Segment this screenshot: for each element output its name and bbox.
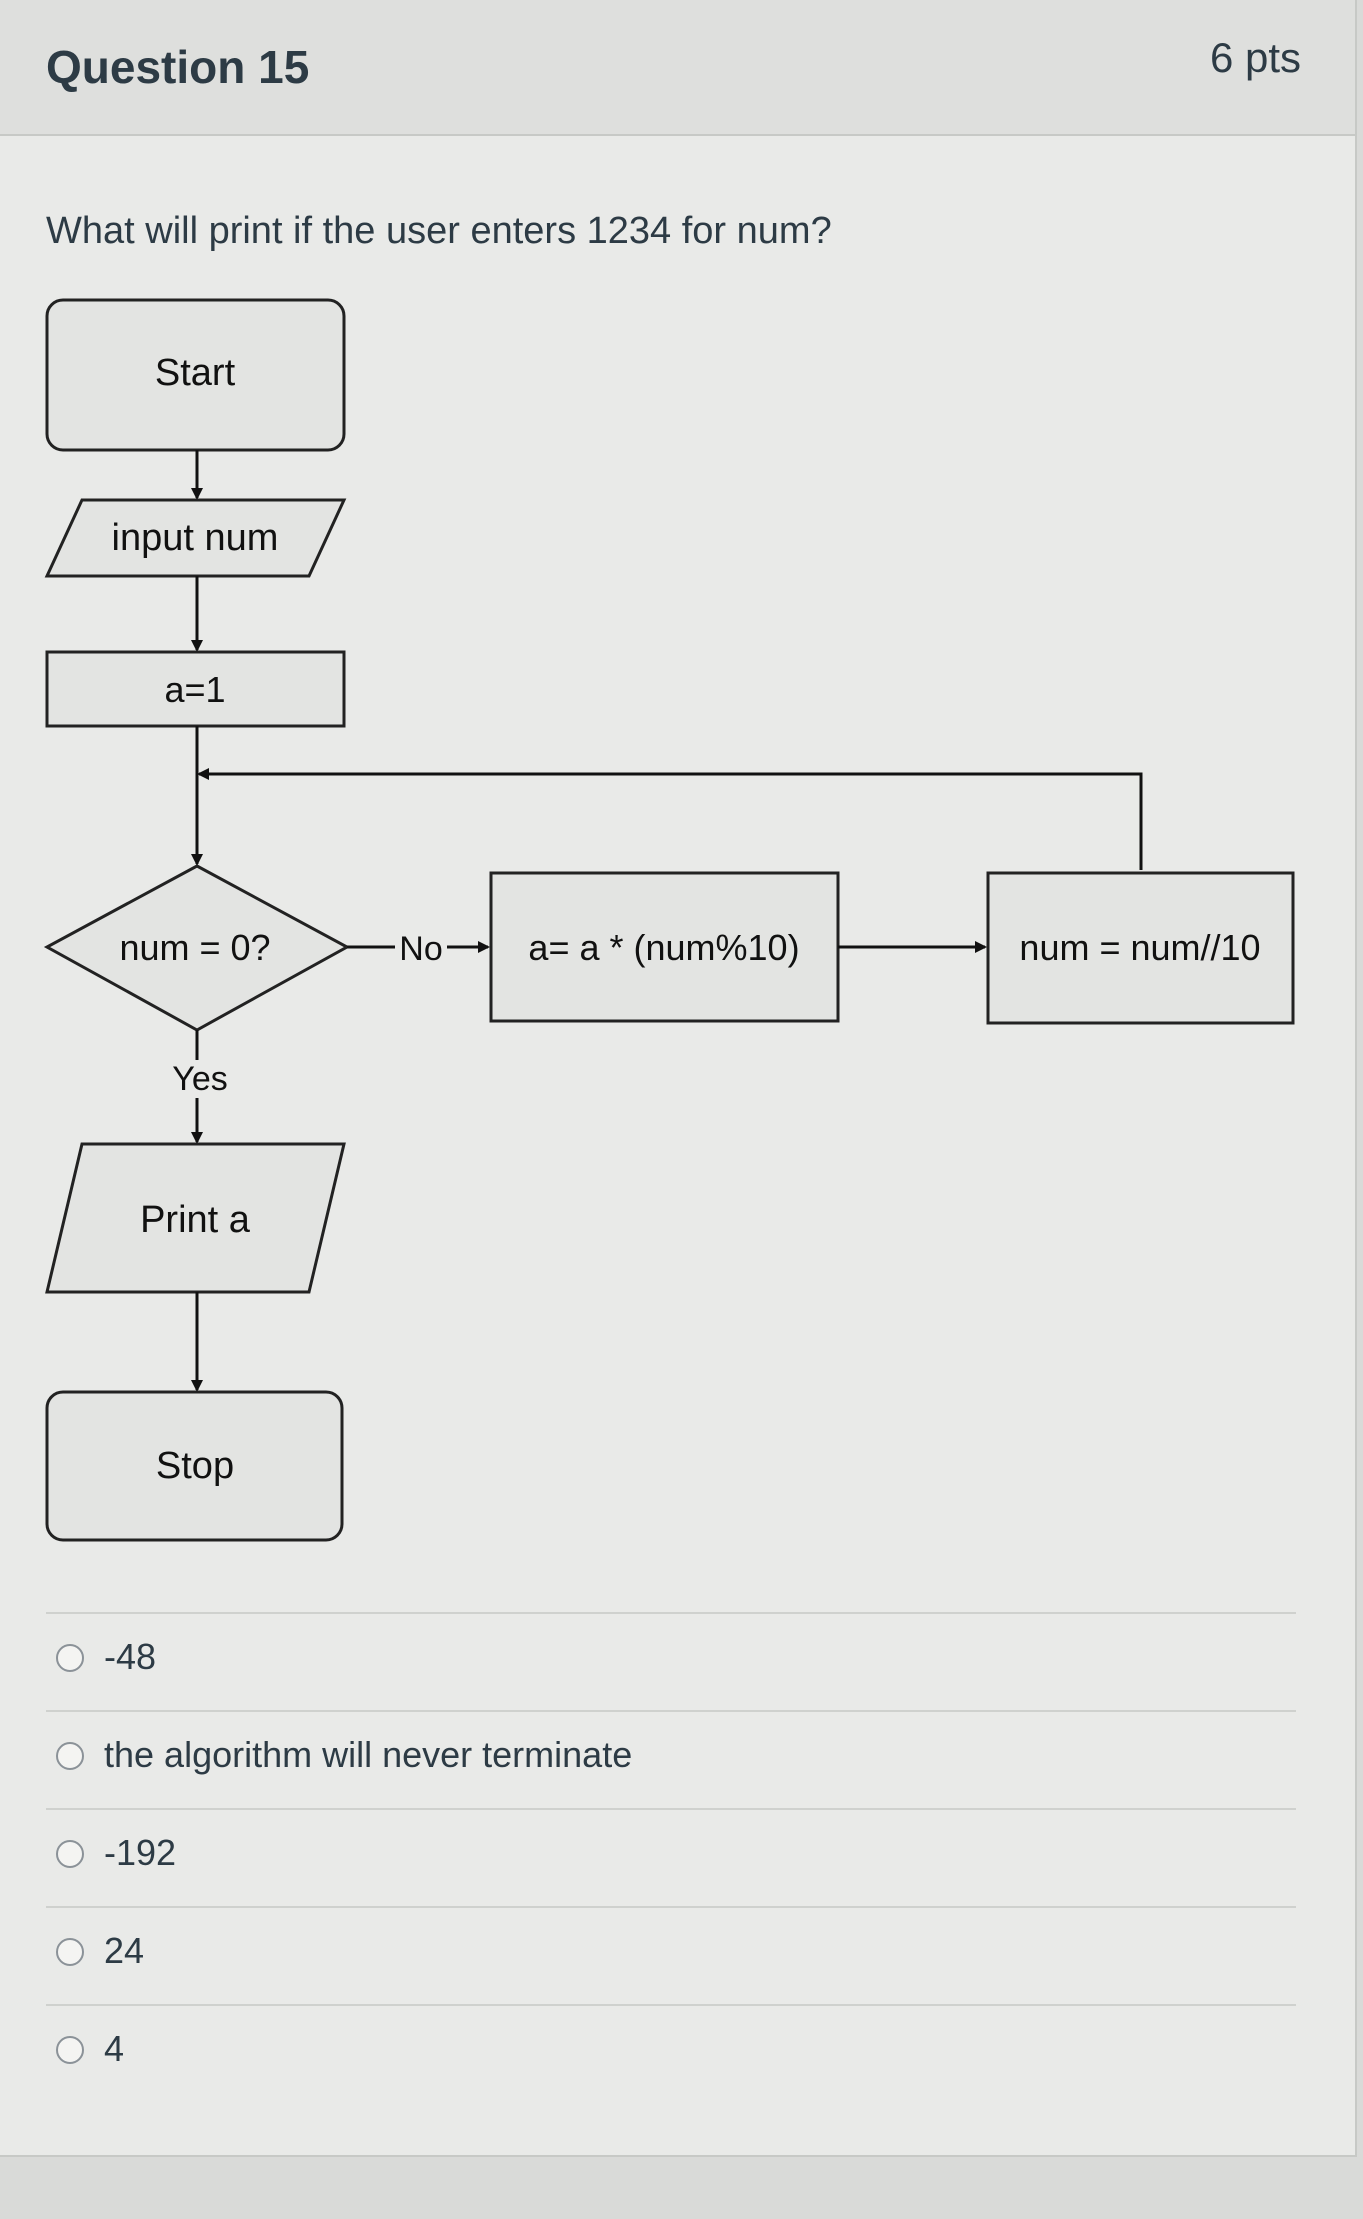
radio-button[interactable]	[56, 1840, 84, 1868]
answer-option[interactable]: the algorithm will never terminate	[46, 1710, 1296, 1808]
radio-button[interactable]	[56, 1644, 84, 1672]
stop-label: Stop	[156, 1445, 234, 1487]
no-label-bg	[395, 928, 447, 966]
answer-option[interactable]: -192	[46, 1808, 1296, 1906]
start-label: Start	[155, 352, 236, 394]
output-parallelogram	[45, 1142, 346, 1294]
answer-label: 24	[104, 1930, 145, 1971]
divide-process	[986, 871, 1295, 1025]
radio-button[interactable]	[56, 1742, 84, 1770]
init-process	[45, 650, 346, 728]
stop-terminal	[45, 1390, 344, 1542]
flowchart-diagram: Start input num a=1 num = 0? No a= a * (…	[43, 298, 1295, 1542]
question-header: Question 15 6 pts	[0, 0, 1355, 136]
output-label: Print a	[140, 1199, 251, 1241]
init-label: a=1	[164, 669, 225, 710]
yes-label-bg	[168, 1060, 228, 1098]
loop-back-connector	[197, 768, 1143, 870]
radio-button[interactable]	[56, 2036, 84, 2064]
radio-button[interactable]	[56, 1938, 84, 1966]
answer-label: -192	[104, 1832, 177, 1873]
question-points: 6 pts	[1209, 34, 1301, 81]
answer-label: -48	[104, 1636, 157, 1677]
decision-label: num = 0?	[119, 927, 270, 968]
question-text: What will print if the user enters 1234 …	[46, 210, 832, 252]
answer-label: the algorithm will never terminate	[104, 1734, 633, 1775]
input-label: input num	[112, 517, 279, 559]
answer-option[interactable]: 4	[46, 2004, 1296, 2102]
no-label: No	[399, 930, 442, 968]
divide-label: num = num//10	[1019, 927, 1260, 968]
answer-label: 4	[104, 2028, 125, 2069]
multiply-process	[489, 871, 840, 1023]
answer-option[interactable]: 24	[46, 1906, 1296, 2004]
question-card: Question 15 6 pts What will print if the…	[0, 0, 1357, 2157]
multiply-label: a= a * (num%10)	[528, 927, 799, 968]
answer-list: -48 the algorithm will never terminate -…	[46, 1612, 1296, 2102]
question-title: Question 15	[46, 41, 310, 93]
yes-label: Yes	[172, 1060, 227, 1098]
answer-option[interactable]: -48	[46, 1612, 1296, 1710]
input-parallelogram	[44, 498, 347, 578]
